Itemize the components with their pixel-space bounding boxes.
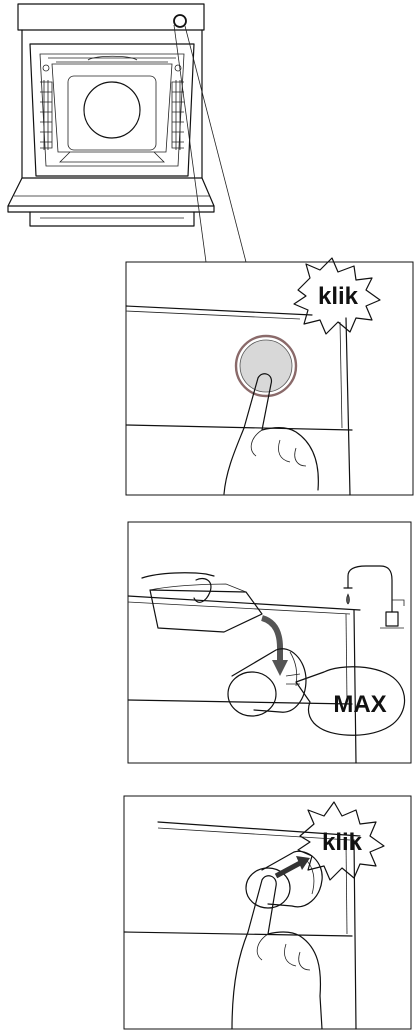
- klik-label-step3: klik: [322, 829, 363, 856]
- oven-illustration: [8, 4, 214, 226]
- step2-panel: MAX: [128, 522, 411, 763]
- press-button-icon: [236, 336, 296, 396]
- klik-label-step1: klik: [318, 283, 359, 310]
- circle-callout-icon: [174, 15, 186, 27]
- step3-panel: klik: [124, 796, 411, 1029]
- callout-line-right: [185, 26, 246, 262]
- step1-panel: klik: [126, 258, 413, 495]
- max-label: MAX: [333, 691, 386, 718]
